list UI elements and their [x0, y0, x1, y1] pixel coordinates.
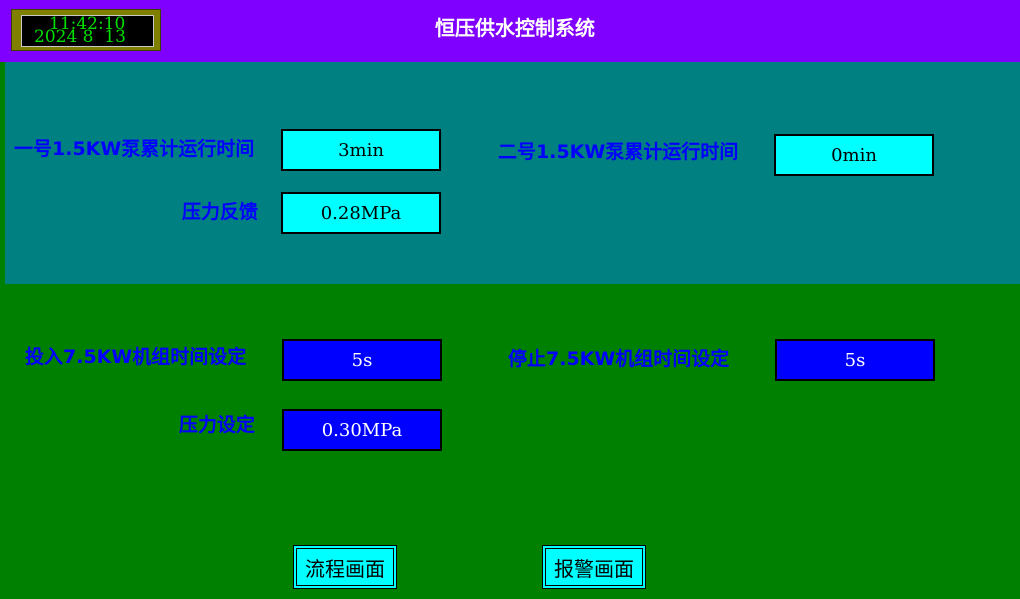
pressure-setpoint-label: 压力设定 — [179, 414, 256, 436]
page-title: 恒压供水控制系统 — [435, 16, 595, 40]
pump1-runtime-label: 一号1.5KW泵累计运行时间 — [14, 138, 255, 160]
clock-date: 2024 8 13 — [34, 27, 126, 47]
header-bar: 11:42:10 2024 8 13 恒压供水控制系统 — [0, 0, 1020, 62]
pressure-feedback-display: 0.28MPa — [281, 192, 441, 234]
clock-display: 11:42:10 2024 8 13 — [11, 9, 161, 51]
clock-screen: 11:42:10 2024 8 13 — [21, 15, 154, 47]
clock-time: 11:42:10 — [49, 15, 126, 34]
alarm-screen-button[interactable]: 报警画面 — [542, 545, 646, 589]
stop-unit-delay-label: 停止7.5KW机组时间设定 — [508, 348, 730, 370]
alarm-screen-button-label: 报警画面 — [545, 548, 643, 586]
start-unit-delay-input[interactable]: 5s — [282, 339, 442, 381]
process-screen-button-label: 流程画面 — [296, 548, 394, 586]
process-screen-button[interactable]: 流程画面 — [293, 545, 397, 589]
pump2-runtime-display: 0min — [774, 134, 934, 176]
pump2-runtime-label: 二号1.5KW泵累计运行时间 — [498, 141, 739, 163]
start-unit-delay-label: 投入7.5KW机组时间设定 — [25, 346, 247, 368]
stop-unit-delay-input[interactable]: 5s — [775, 339, 935, 381]
pressure-feedback-label: 压力反馈 — [182, 201, 259, 223]
pressure-setpoint-input[interactable]: 0.30MPa — [282, 409, 442, 451]
pump1-runtime-display: 3min — [281, 129, 441, 171]
